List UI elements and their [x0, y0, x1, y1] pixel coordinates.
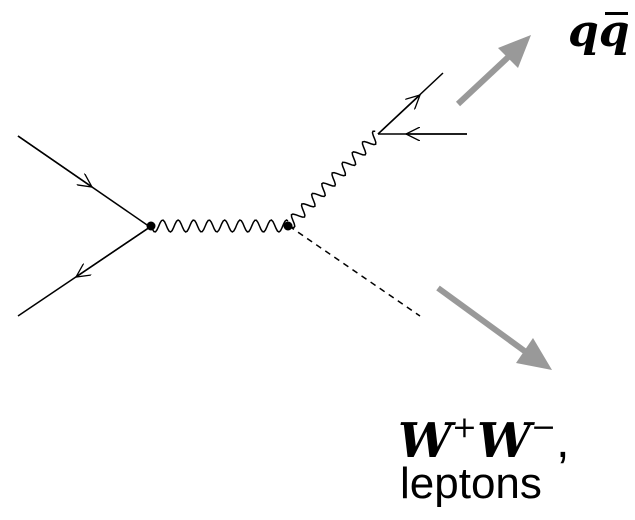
outgoing-quark — [377, 72, 444, 135]
w-label-comma: , — [556, 415, 570, 468]
outgoing-boson-line — [287, 130, 377, 229]
boson-propagator-line — [150, 219, 289, 233]
w-pair-label: W+W−, — [398, 400, 569, 470]
w-minus-charge: − — [530, 410, 557, 445]
vertex-right — [283, 221, 293, 231]
w-plus-symbol: W — [398, 413, 452, 469]
antiquark-symbol: q — [598, 6, 630, 57]
leptons-label: leptons — [400, 459, 542, 508]
quark-antiquark-label: qq — [568, 6, 630, 58]
scalar-dashed-line — [288, 225, 421, 317]
incoming-fermion-bottom — [17, 226, 151, 317]
vertex-left — [146, 221, 156, 231]
arrow-to-ww-leptons — [436, 285, 552, 370]
incoming-fermion-top — [17, 135, 151, 228]
w-minus-symbol: W — [477, 413, 531, 469]
quark-symbol: q — [568, 6, 599, 57]
w-plus-charge: + — [451, 410, 478, 445]
arrow-to-quark-pair — [455, 35, 531, 107]
